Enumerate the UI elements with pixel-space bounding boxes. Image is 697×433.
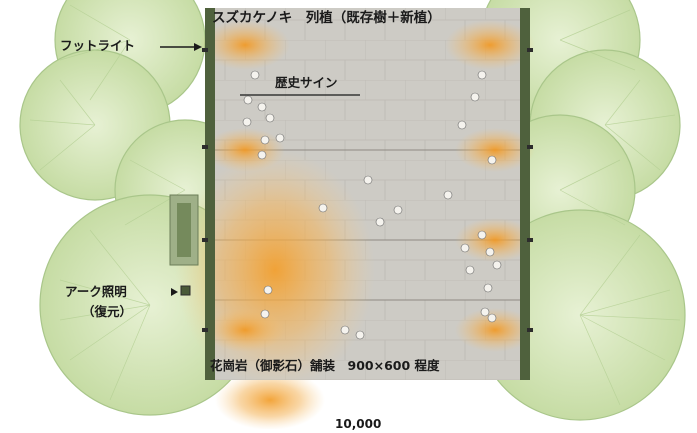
pedestrians bbox=[242, 70, 502, 340]
bench-planter-inner bbox=[177, 203, 191, 257]
arc-light-sublabel: （復元） bbox=[82, 304, 133, 319]
history-sign-label: 歴史サイン bbox=[275, 75, 338, 90]
left-curb-strip bbox=[205, 8, 215, 380]
footlight-markers bbox=[202, 48, 533, 332]
pointer-right-icon bbox=[171, 288, 178, 296]
right-curb-strip bbox=[520, 8, 530, 380]
paving-label: 花崗岩（御影石）舗装 900×600 程度 bbox=[210, 358, 440, 373]
canopy-texture bbox=[29, 4, 681, 406]
arc-light-fixture bbox=[180, 285, 191, 296]
arc-light-label: アーク照明 bbox=[65, 284, 127, 299]
street-trees-label: スズカケノキ 列植（既存樹＋新植） bbox=[212, 10, 441, 26]
arrow-right-icon bbox=[160, 43, 202, 51]
footlight-label: フットライト bbox=[60, 38, 136, 53]
dimension-label: 10,000 bbox=[335, 417, 382, 431]
